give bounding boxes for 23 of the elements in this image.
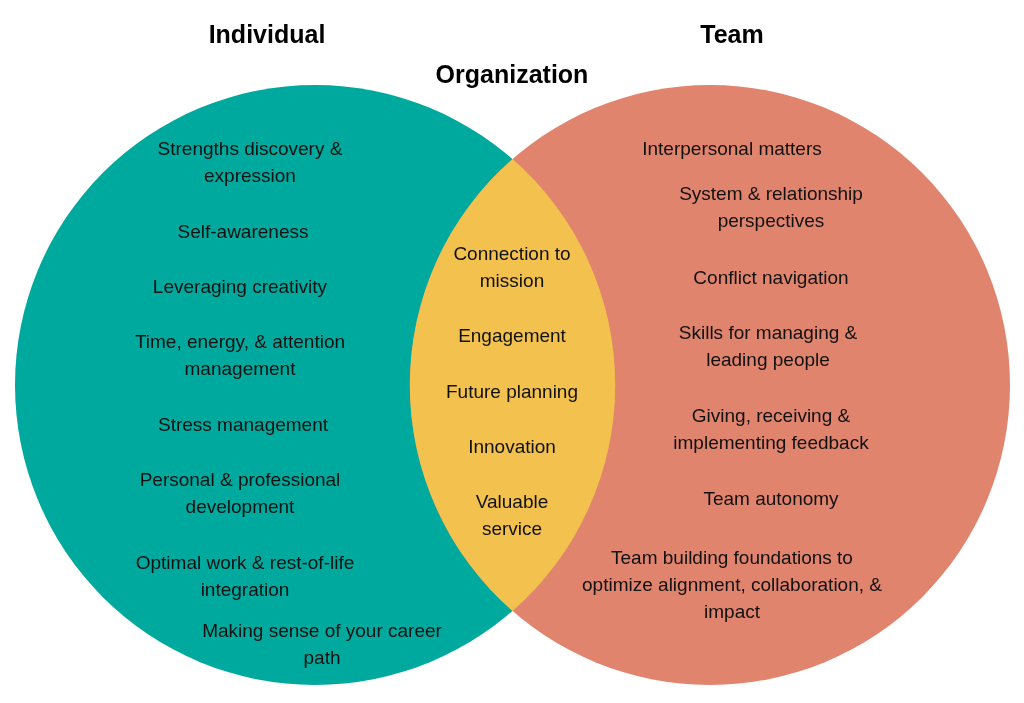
topic-text: Innovation	[467, 435, 557, 459]
topic-text: Strengths discovery & expression	[156, 137, 344, 188]
topic-text: Personal & professional development	[138, 468, 342, 519]
topic-text: Valuable service	[474, 490, 550, 541]
topic-text: Engagement	[457, 324, 567, 348]
circle-heading: Individual	[208, 20, 326, 49]
topic-text: Leveraging creativity	[151, 275, 329, 299]
circle-heading: Team	[700, 20, 764, 49]
circle-heading: Organization	[435, 60, 589, 89]
topic-text: Team building foundations to optimize alignment, collaboration, & impact	[582, 546, 882, 624]
topic-text: Conflict navigation	[692, 266, 850, 290]
topic-text: System & relationship perspectives	[678, 182, 864, 233]
topic-text: Stress management	[157, 413, 329, 437]
topic-text: Time, energy, & attention management	[133, 330, 347, 381]
topic-text: Interpersonal matters	[641, 137, 823, 161]
topic-text: Making sense of your career path	[202, 619, 442, 670]
topic-text: Giving, receiving & implementing feedback	[672, 404, 870, 455]
topic-text: Self-awareness	[176, 220, 310, 244]
topic-text: Skills for managing & leading people	[677, 321, 859, 372]
topic-text: Team autonomy	[702, 487, 840, 511]
topic-text: Connection to mission	[452, 242, 572, 293]
topic-text: Optimal work & rest-of-life integration	[134, 551, 356, 602]
topic-text: Future planning	[444, 380, 579, 404]
